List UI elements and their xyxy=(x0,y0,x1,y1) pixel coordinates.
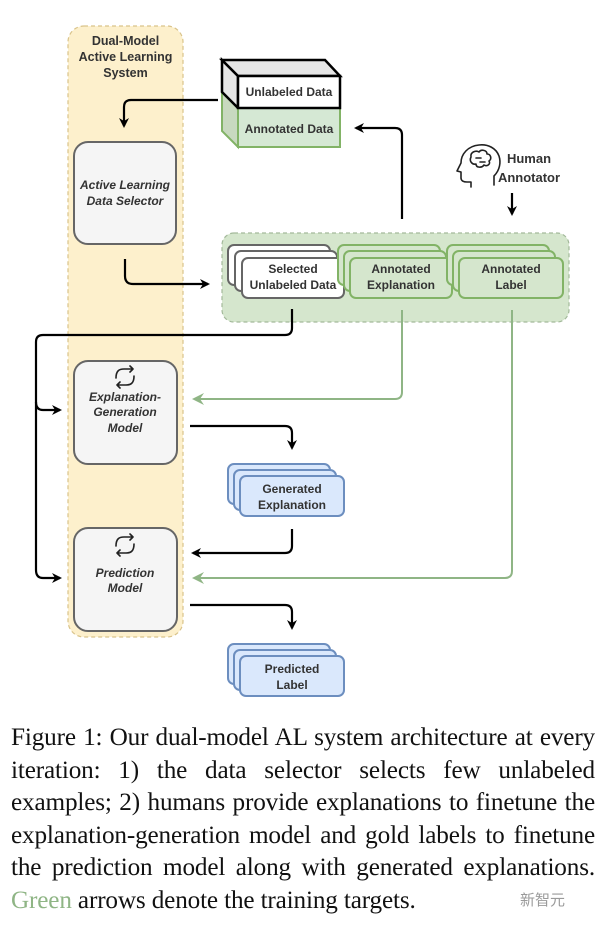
data-selector-label-line-1: Active Learning xyxy=(79,178,171,192)
data-selector-label-line-2: Data Selector xyxy=(87,194,165,208)
unlabeled-data-label: Unlabeled Data xyxy=(246,85,333,99)
human-annotator-label-line-2: Annotator xyxy=(498,170,560,185)
generated-explanation-label-line-1: Generated xyxy=(262,482,321,496)
arrow-explanation-model-to-generated xyxy=(190,424,297,450)
arrow-generated-to-prediction-model xyxy=(191,529,294,558)
caption-green-word: Green xyxy=(11,886,72,914)
architecture-diagram: Dual-Model Active Learning System Unlabe… xyxy=(34,25,570,697)
annotation-group: Selected Unlabeled Data Annotated Explan… xyxy=(221,232,570,323)
arrow-selected-to-models xyxy=(34,309,294,583)
explanation-model-label-line-3: Model xyxy=(108,421,143,435)
annotated-label-stack: Annotated Label xyxy=(446,244,564,299)
arrow-unlabeled-to-selector xyxy=(119,98,218,128)
selected-unlabeled-label-line-2: Unlabeled Data xyxy=(250,278,337,292)
system-title-line-3: System xyxy=(103,66,147,80)
caption-text-part-1: Figure 1: Our dual-model AL system archi… xyxy=(11,724,595,882)
watermark-logo: 新智元 xyxy=(518,889,568,910)
explanation-generation-model: Explanation- Generation Model xyxy=(73,360,178,465)
explanation-model-label-line-1: Explanation- xyxy=(89,390,161,404)
explanation-model-label-line-2: Generation xyxy=(93,405,156,419)
selected-unlabeled-label-line-1: Selected xyxy=(268,262,317,276)
annotated-label-label-line-2: Label xyxy=(495,278,526,292)
arrow-selector-to-selected xyxy=(123,259,210,289)
selected-unlabeled-data-stack: Selected Unlabeled Data xyxy=(227,244,345,299)
annotated-explanation-stack: Annotated Explanation xyxy=(337,244,453,299)
human-annotator: Human Annotator xyxy=(456,144,560,188)
active-learning-data-selector: Active Learning Data Selector xyxy=(73,141,177,245)
system-title-line-2: Active Learning xyxy=(79,50,173,64)
refresh-cycle-icon xyxy=(115,533,135,557)
arrow-prediction-model-to-predicted xyxy=(190,603,297,630)
green-arrow-annotated-label-to-prediction xyxy=(192,310,513,584)
generated-explanation-label-line-2: Explanation xyxy=(258,498,326,512)
arrow-branch-to-explanation-model xyxy=(34,401,62,415)
figure-caption: Figure 1: Our dual-model AL system archi… xyxy=(11,722,595,918)
predicted-label-stack: Predicted Label xyxy=(227,643,345,697)
system-title-line-1: Dual-Model xyxy=(92,34,159,48)
data-store: Unlabeled Data Annotated Data xyxy=(218,56,343,150)
refresh-cycle-icon xyxy=(115,365,135,389)
caption-text-part-2: arrows denote the training targets. xyxy=(71,886,416,914)
annotated-data-label: Annotated Data xyxy=(245,122,334,136)
human-head-brain-icon xyxy=(456,144,501,188)
green-arrow-annotated-explanation-to-model xyxy=(192,310,403,405)
predicted-label-label-line-2: Label xyxy=(276,678,307,692)
annotated-explanation-label-line-1: Annotated xyxy=(371,262,430,276)
annotated-explanation-label-line-2: Explanation xyxy=(367,278,435,292)
arrow-group-to-annotated-data xyxy=(354,123,404,219)
prediction-model-label-line-1: Prediction xyxy=(96,566,155,580)
prediction-model: Prediction Model xyxy=(73,527,178,632)
predicted-label-label-line-1: Predicted xyxy=(265,662,320,676)
human-annotator-label-line-1: Human xyxy=(507,151,551,166)
generated-explanation-stack: Generated Explanation xyxy=(227,463,345,517)
annotated-label-label-line-1: Annotated xyxy=(481,262,540,276)
prediction-model-label-line-2: Model xyxy=(108,581,143,595)
